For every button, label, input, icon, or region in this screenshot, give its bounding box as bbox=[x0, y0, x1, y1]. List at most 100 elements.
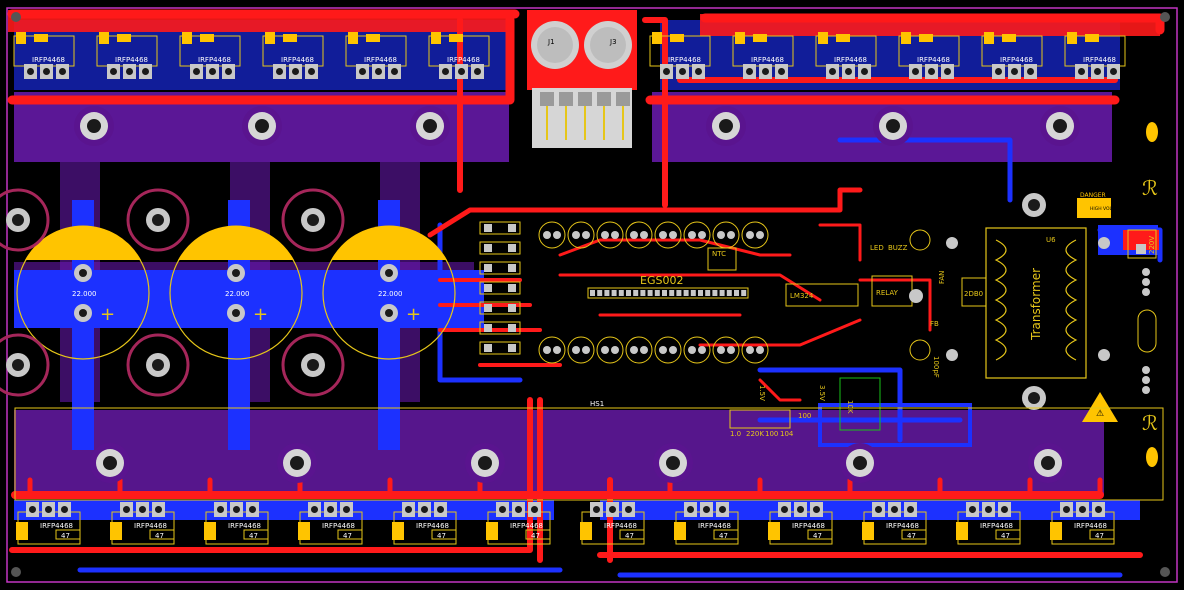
mosfet: IRFP4468 bbox=[179, 32, 241, 79]
fuse-icon bbox=[1146, 122, 1158, 142]
logos: ℛ ℛ bbox=[1142, 122, 1158, 467]
ntc-label: NTC bbox=[712, 250, 726, 258]
mosfet: IRFP4468 bbox=[1064, 32, 1126, 79]
fb-label: FB bbox=[930, 320, 939, 328]
mosfet-label: IRFP4468 bbox=[886, 522, 919, 530]
mosfet: IRFP4468 bbox=[262, 32, 324, 79]
mosfet: IRFP4468 bbox=[13, 32, 75, 79]
corner-holes bbox=[11, 12, 1170, 577]
mosfet-label: IRFP4468 bbox=[32, 56, 65, 64]
gate-resistor-label: 47 bbox=[625, 532, 634, 540]
misc-label-2: 220K bbox=[746, 430, 764, 438]
misc-label-9: 100pF bbox=[932, 356, 940, 378]
mosfet: IRFP4468 bbox=[428, 32, 490, 79]
mosfet-label: IRFP4468 bbox=[510, 522, 543, 530]
heatsink-bottom bbox=[14, 410, 1104, 495]
mosfet: IRFP4468 47 bbox=[580, 502, 645, 545]
danger-label: DANGER bbox=[1080, 192, 1106, 199]
transformer-ref: U6 bbox=[1046, 236, 1056, 244]
mosfet-label: IRFP4468 bbox=[751, 56, 784, 64]
top-copper-layer bbox=[7, 9, 1165, 563]
gate-resistor-label: 47 bbox=[343, 532, 352, 540]
svg-text:+: + bbox=[100, 304, 115, 325]
mosfet: IRFP4468 bbox=[345, 32, 407, 79]
misc-label-4: 104 bbox=[780, 430, 794, 438]
mosfet: IRFP4468 47 bbox=[298, 502, 363, 545]
capacitor-3: 22.000 + bbox=[322, 225, 456, 360]
mosfet-label: IRFP4468 bbox=[134, 522, 167, 530]
capacitor-3-value: 22.000 bbox=[378, 290, 403, 298]
mosfet-label: IRFP4468 bbox=[281, 56, 314, 64]
mosfet: IRFP4468 bbox=[649, 32, 711, 79]
connector-j3-label: J3 bbox=[609, 38, 617, 46]
misc-label-6: 3.5V bbox=[818, 385, 826, 401]
mosfet-label: IRFP4468 bbox=[917, 56, 950, 64]
mosfet-label: IRFP4468 bbox=[980, 522, 1013, 530]
ac-label: 220V bbox=[1148, 236, 1156, 254]
danger-warning: DANGER HIGH VOLTAGE ⚠ bbox=[1077, 190, 1123, 422]
mosfet-label: IRFP4468 bbox=[40, 522, 73, 530]
buzz-label: BUZZ bbox=[888, 244, 908, 252]
lm324-label: LM324 bbox=[790, 292, 814, 300]
egs002-label: EGS002 bbox=[640, 274, 683, 287]
misc-label-5: 100 bbox=[798, 412, 811, 420]
mosfet: IRFP4468 47 bbox=[204, 502, 269, 545]
mosfet-label: IRFP4468 bbox=[604, 522, 637, 530]
mosfet-label: IRFP4468 bbox=[792, 522, 825, 530]
gate-resistor-label: 47 bbox=[907, 532, 916, 540]
egs002-driver-module: EGS002 bbox=[587, 274, 749, 299]
capacitor-1: 22.000 + bbox=[16, 225, 150, 360]
mosfet-label: IRFP4468 bbox=[322, 522, 355, 530]
gate-resistor-label: 47 bbox=[813, 532, 822, 540]
mosfet-label: IRFP4468 bbox=[668, 56, 701, 64]
mosfet-label: IRFP4468 bbox=[698, 522, 731, 530]
mosfet: IRFP4468 47 bbox=[956, 502, 1021, 545]
svg-text:+: + bbox=[406, 304, 421, 325]
secondary-capacitors bbox=[0, 188, 345, 397]
relay-label: RELAY bbox=[876, 289, 899, 297]
bridge-label: 2DB0 bbox=[964, 290, 983, 298]
mosfet: IRFP4468 bbox=[898, 32, 960, 79]
warning-icon: ⚠ bbox=[1096, 409, 1104, 419]
mosfet-label: IRFP4468 bbox=[228, 522, 261, 530]
mosfet-row-bottom: IRFP4468 47 IRFP4468 47 IRFP4468 47 IRFP4468 47… bbox=[16, 502, 1115, 545]
control-section: NTC LM324 RELAY LED BUZZ FAN FB HS1 1.0 … bbox=[590, 229, 946, 438]
logo-1: ℛ bbox=[1142, 176, 1158, 200]
transformer-label: Transformer bbox=[1029, 268, 1043, 341]
misc-label-3: 100 bbox=[765, 430, 778, 438]
mosfet-label: IRFP4468 bbox=[1083, 56, 1116, 64]
mosfet: IRFP4468 47 bbox=[674, 502, 739, 545]
logo-2: ℛ bbox=[1142, 411, 1158, 435]
mosfet-label: IRFP4468 bbox=[198, 56, 231, 64]
svg-text:+: + bbox=[253, 304, 268, 325]
gate-resistor-label: 47 bbox=[719, 532, 728, 540]
danger-sub-label: HIGH VOLTAGE bbox=[1090, 206, 1123, 212]
gate-resistor-label: 47 bbox=[1001, 532, 1010, 540]
misc-label-1: 1.0 bbox=[730, 430, 741, 438]
capacitor-1-value: 22.000 bbox=[72, 290, 97, 298]
fan-label: FAN bbox=[938, 271, 946, 284]
mosfet-label: IRFP4468 bbox=[834, 56, 867, 64]
transformer: Transformer U6 2DB0 bbox=[946, 193, 1110, 410]
ac-input-connector: 220V bbox=[1127, 229, 1157, 394]
mosfet: IRFP4468 bbox=[732, 32, 794, 79]
board-outline bbox=[6, 7, 1178, 583]
heatsink-label: HS1 bbox=[590, 400, 604, 408]
capacitor-2-value: 22.000 bbox=[225, 290, 250, 298]
gate-resistor-label: 47 bbox=[249, 532, 258, 540]
small-capacitors bbox=[479, 221, 769, 364]
mosfet: IRFP4468 bbox=[96, 32, 158, 79]
mosfet: IRFP4468 bbox=[815, 32, 877, 79]
mosfet-label: IRFP4468 bbox=[1000, 56, 1033, 64]
heatsink-outline bbox=[14, 407, 1164, 501]
heatsink-mount-holes bbox=[74, 106, 1080, 483]
mosfet: IRFP4468 47 bbox=[862, 502, 927, 545]
gate-resistor-label: 47 bbox=[1095, 532, 1104, 540]
input-connector-block: J1 J3 bbox=[527, 10, 637, 148]
